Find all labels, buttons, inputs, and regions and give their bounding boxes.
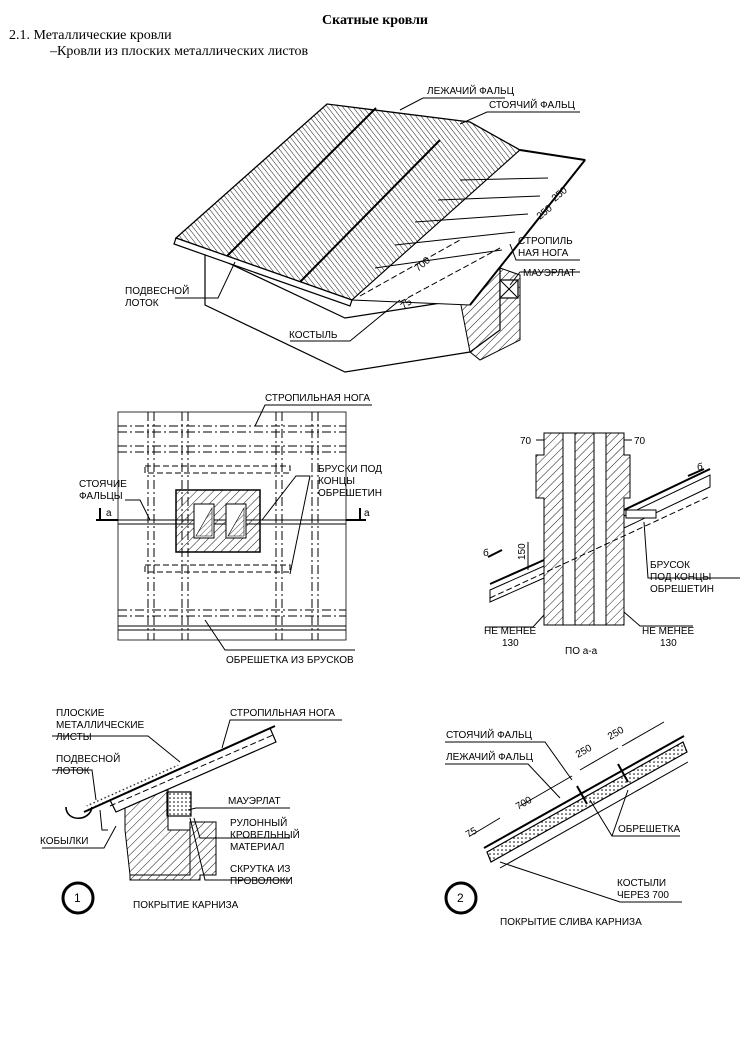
label-bar: БРУСОК <box>650 560 690 571</box>
mauerlat-beam <box>166 791 192 817</box>
standing-seam <box>299 139 441 283</box>
label-rafter: СТРОПИЛЬНАЯ НОГА <box>230 708 335 719</box>
dim-label: 150 <box>517 543 528 560</box>
label-min: 130 <box>660 638 677 649</box>
detail-number-circle <box>444 881 478 915</box>
label-roll-material: РУЛОННЫЙ <box>230 816 287 829</box>
label-gutter: ЛОТОК <box>125 298 159 309</box>
roof-axonometric-figure: 700 75 250 250 ЛЕЖАЧИЙ ФАЛЬЦ СТОЯЧИЙ ФАЛ… <box>125 84 586 373</box>
hidden-line <box>359 239 461 297</box>
label-standing-seams: СТОЯЧИЕ <box>79 479 127 490</box>
detail-number: 2 <box>457 891 464 905</box>
label-roll-material: МАТЕРИАЛ <box>230 842 284 853</box>
batten <box>459 177 549 181</box>
rafter <box>519 149 586 161</box>
batten <box>437 195 541 201</box>
section-caption: ПО а-а <box>565 646 598 657</box>
detail-caption: ПОКРЫТИЕ СЛИВА КАРНИЗА <box>500 917 642 928</box>
batten <box>414 213 529 223</box>
dim-label: 70 <box>634 436 646 447</box>
label-lathing: ОБРЕШЕТКА <box>618 824 680 835</box>
label-bars: ОБРЕШЕТИН <box>318 488 382 499</box>
label-crutches: КОСТЫЛИ <box>617 878 666 889</box>
metal-sheet <box>83 725 276 813</box>
label-wire-twist: ПРОВОЛОКИ <box>230 876 293 887</box>
label-min: НЕ МЕНЕЕ <box>484 626 537 637</box>
label-bars: БРУСКИ ПОД <box>318 464 382 475</box>
batten <box>394 231 516 246</box>
standing-seam <box>224 107 377 259</box>
label-mauerlat: МАУЭРЛАТ <box>228 796 281 807</box>
label-standing-seams: ФАЛЬЦЫ <box>79 491 123 502</box>
label-bars: КОНЦЫ <box>318 476 355 487</box>
label-flat-sheets: ЛИСТЫ <box>56 732 92 743</box>
section-heading: 2.1. Металлические кровли <box>9 28 172 43</box>
label-bar: ОБРЕШЕТИН <box>650 584 714 595</box>
label-lying-seam: ЛЕЖАЧИЙ ФАЛЬЦ <box>446 750 534 763</box>
cut-label-a: а <box>106 508 112 519</box>
label-kostyl: КОСТЫЛЬ <box>289 330 338 341</box>
batten <box>374 249 503 269</box>
plan-frame <box>117 411 347 641</box>
cut-label-b: б <box>483 547 489 559</box>
label-gutter: ЛОТОК <box>56 766 90 777</box>
chimney-section <box>535 432 631 626</box>
dim-label: 250 <box>574 743 594 761</box>
label-bar: ПОД КОНЦЫ <box>650 572 711 583</box>
detail-number: 1 <box>74 891 81 905</box>
page-title: Скатные кровли <box>322 13 428 28</box>
dim-label: 75 <box>464 825 480 840</box>
label-gutter: ПОДВЕСНОЙ <box>56 752 120 765</box>
section-aa-figure: 70 70 150 б б БРУСОК ПОД КОНЦЫ ОБРЕШЕТИН… <box>483 432 740 657</box>
label-crutches: ЧЕРЕЗ 700 <box>617 890 669 901</box>
eave-slope-detail-figure: 75 700 250 250 СТОЯЧИЙ ФАЛЬЦ ЛЕЖАЧИЙ ФАЛ… <box>444 721 689 928</box>
label-min: 130 <box>502 638 519 649</box>
detail-caption: ПОКРЫТИЕ КАРНИЗА <box>133 900 239 911</box>
label-wire-twist: СКРУТКА ИЗ <box>230 864 290 875</box>
label-lathing: ОБРЕШЕТКА ИЗ БРУСКОВ <box>226 655 354 666</box>
detail-number-circle <box>61 881 95 915</box>
dim-label: 250 <box>606 725 626 743</box>
eave-detail-figure: ПЛОСКИЕ МЕТАЛЛИЧЕСКИЕ ЛИСТЫ СТРОПИЛЬНАЯ … <box>40 708 342 915</box>
label-rafter: НАЯ НОГА <box>518 248 569 259</box>
plan-view-figure: а а СТРОПИЛЬНАЯ НОГА СТОЯЧИЕ ФАЛЬЦЫ БРУС… <box>79 393 382 666</box>
hanging-gutter <box>65 806 93 820</box>
hidden-line <box>399 247 501 303</box>
label-kobylki: КОБЫЛКИ <box>40 836 88 847</box>
label-rafter: СТРОПИЛЬНАЯ НОГА <box>265 393 370 404</box>
label-lezhachiy-falc: ЛЕЖАЧИЙ ФАЛЬЦ <box>427 84 515 97</box>
label-min: НЕ МЕНЕЕ <box>642 626 695 637</box>
subsection-heading: –Кровли из плоских металлических листов <box>50 44 309 59</box>
label-flat-sheets: ПЛОСКИЕ <box>56 708 105 719</box>
cut-label-b: б <box>697 461 703 473</box>
label-gutter: ПОДВЕСНОЙ <box>125 284 189 297</box>
label-standing-seam: СТОЯЧИЙ ФАЛЬЦ <box>446 728 533 741</box>
metal-sheet <box>483 735 685 849</box>
dim-label: 700 <box>514 795 534 813</box>
chimney-outer <box>175 489 261 553</box>
label-flat-sheets: МЕТАЛЛИЧЕСКИЕ <box>56 720 145 731</box>
cut-label-a: а <box>364 508 370 519</box>
dim-label: 70 <box>520 436 532 447</box>
label-mauerlat: МАУЭРЛАТ <box>523 268 576 279</box>
label-roll-material: КРОВЕЛЬНЫЙ <box>230 828 300 841</box>
rafter <box>469 159 586 306</box>
label-rafter: СТРОПИЛЬ <box>518 236 573 247</box>
hanging-gutter <box>173 237 353 307</box>
label-stoyachiy-falc: СТОЯЧИЙ ФАЛЬЦ <box>489 98 576 111</box>
